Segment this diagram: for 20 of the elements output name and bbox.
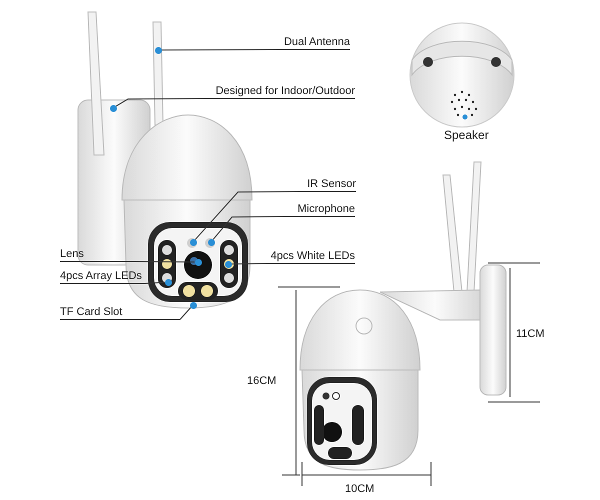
leader-line <box>116 98 206 107</box>
callout-label: IR Sensor <box>307 178 356 191</box>
leader-line <box>134 261 195 262</box>
callout-label: 4pcs White LEDs <box>270 250 355 263</box>
leader-line <box>194 191 300 240</box>
callout-label: Lens <box>60 248 84 261</box>
leader-line <box>144 282 165 284</box>
callout-label: Microphone <box>298 203 355 216</box>
callout-label: Designed for Indoor/Outdoor <box>216 85 355 98</box>
leader-line <box>180 307 192 320</box>
leader-line <box>231 263 268 264</box>
callout-label: Dual Antenna <box>284 36 350 49</box>
dimension-label: 11CM <box>516 328 545 340</box>
leader-line <box>161 49 280 50</box>
dimension-label: 16CM <box>247 375 276 387</box>
speaker-label: Speaker <box>444 128 489 142</box>
dimension-label: 10CM <box>345 483 374 495</box>
callout-label: 4pcs Array LEDs <box>60 270 142 283</box>
leader-line <box>212 216 286 240</box>
callout-label: TF Card Slot <box>60 306 122 319</box>
